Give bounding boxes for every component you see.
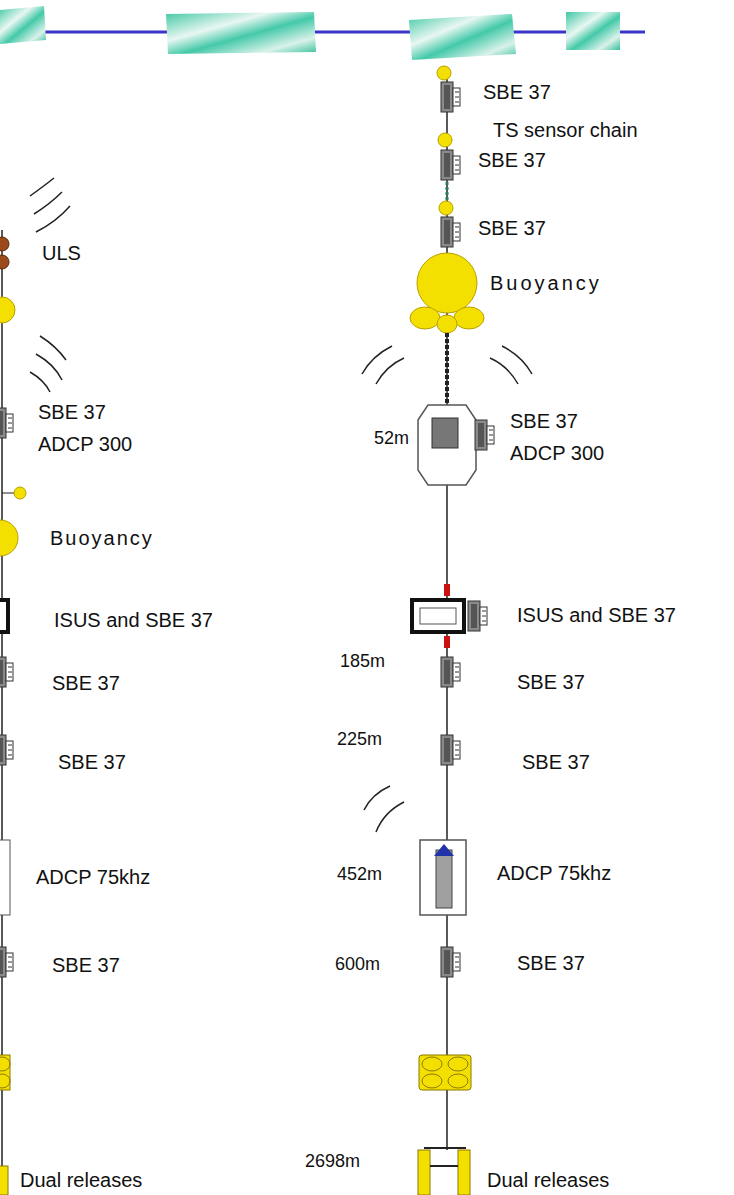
buoyancy [0, 520, 18, 556]
instrument-label: SBE 37 [58, 750, 126, 774]
sbe37-sensor [0, 947, 13, 977]
sbe37-sensor [475, 420, 494, 450]
sbe37-sensor [441, 657, 460, 687]
depth-label: 185m [340, 649, 385, 673]
floats [422, 1074, 442, 1088]
buoyancy [14, 487, 26, 499]
instrument-label: ISUS and SBE 37 [54, 608, 213, 632]
ice-floe [409, 14, 516, 60]
depth-label: 2698m [305, 1149, 360, 1173]
buoyancy [417, 253, 477, 313]
instrument-label: SBE 37 [517, 670, 585, 694]
buoyancy [0, 297, 15, 323]
release-bar [430, 1165, 458, 1167]
adcp-frame [418, 405, 476, 485]
isus-sensor [0, 600, 8, 632]
floats [419, 1055, 471, 1090]
buoyancy [454, 307, 484, 329]
sbe37-sensor [0, 657, 13, 687]
depth-label: 225m [337, 727, 382, 751]
instrument-label: SBE 37 ADCP 300 [510, 405, 622, 469]
floats [448, 1074, 468, 1088]
ice-floe [0, 6, 46, 44]
instrument-label: SBE 37 [52, 671, 120, 695]
sbe37-sensor [441, 735, 460, 765]
instrument-label: ISUS and SBE 37 [517, 603, 676, 627]
sbe37-sensor [441, 947, 460, 977]
sound-arcs [364, 786, 404, 832]
buoyancy [438, 133, 452, 147]
adcp-frame [420, 840, 466, 915]
release-bar [424, 1147, 466, 1149]
adcp-frame [0, 840, 10, 915]
sound-arcs [30, 336, 66, 392]
instrument-label: SBE 37 [522, 750, 590, 774]
instrument-label: Buoyancy [490, 271, 602, 295]
buoyancy [437, 66, 451, 80]
adcp-300 [432, 418, 458, 448]
sbe37-sensor [441, 82, 460, 112]
uls-float [0, 255, 9, 269]
acoustic-release [458, 1150, 470, 1195]
instrument-label: ULS [42, 241, 81, 265]
instrument-label: Dual releases [487, 1168, 609, 1192]
instrument-label: SBE 37 [52, 953, 120, 977]
sbe37-sensor [0, 735, 13, 765]
ice-floe [166, 12, 316, 54]
sea-ice [0, 6, 645, 60]
floats [422, 1057, 442, 1071]
depth-label: 452m [337, 862, 382, 886]
instrument-label: Buoyancy [50, 526, 154, 550]
instrument-label: SBE 37 [517, 951, 585, 975]
instrument-label: SBE 37 [478, 216, 546, 240]
floats [448, 1057, 468, 1071]
mooring-line [1, 230, 3, 1195]
sbe37-sensor [441, 150, 460, 180]
buoyancy [410, 307, 440, 329]
instrument-label: Dual releases [20, 1168, 142, 1192]
sbe37-sensor [0, 408, 13, 438]
isus-sensor [412, 600, 464, 632]
uls-float [0, 237, 9, 251]
buoyancy [437, 315, 457, 333]
chain [445, 333, 449, 405]
depth-label: 52m [374, 426, 409, 450]
sea-surface [0, 31, 645, 34]
sound-arcs [30, 178, 70, 232]
sound-arcs [362, 346, 532, 384]
isus-sensor [420, 608, 456, 624]
tether [2, 493, 14, 494]
adcp-head [434, 844, 454, 856]
sensor-chain [446, 182, 449, 200]
acoustic-release [0, 1166, 8, 1195]
ice-floe [566, 12, 620, 50]
instrument-label: SBE 37 ADCP 300 [38, 396, 146, 460]
shackle [444, 584, 450, 596]
adcp-75khz [436, 850, 452, 908]
instrument-label: SBE 37 [483, 80, 551, 104]
instrument-label: ADCP 75khz [36, 865, 150, 889]
sbe37-sensor [441, 217, 460, 247]
floats [0, 1055, 10, 1090]
shackle [444, 636, 450, 648]
acoustic-release [418, 1150, 430, 1195]
buoyancy [439, 201, 453, 215]
instrument-label: TS sensor chain [493, 118, 638, 142]
floats [0, 1057, 10, 1071]
depth-label: 600m [335, 952, 380, 976]
instrument-label: SBE 37 [478, 148, 546, 172]
sbe37-sensor [468, 601, 487, 631]
instrument-label: ADCP 75khz [497, 861, 611, 885]
floats [0, 1074, 10, 1088]
